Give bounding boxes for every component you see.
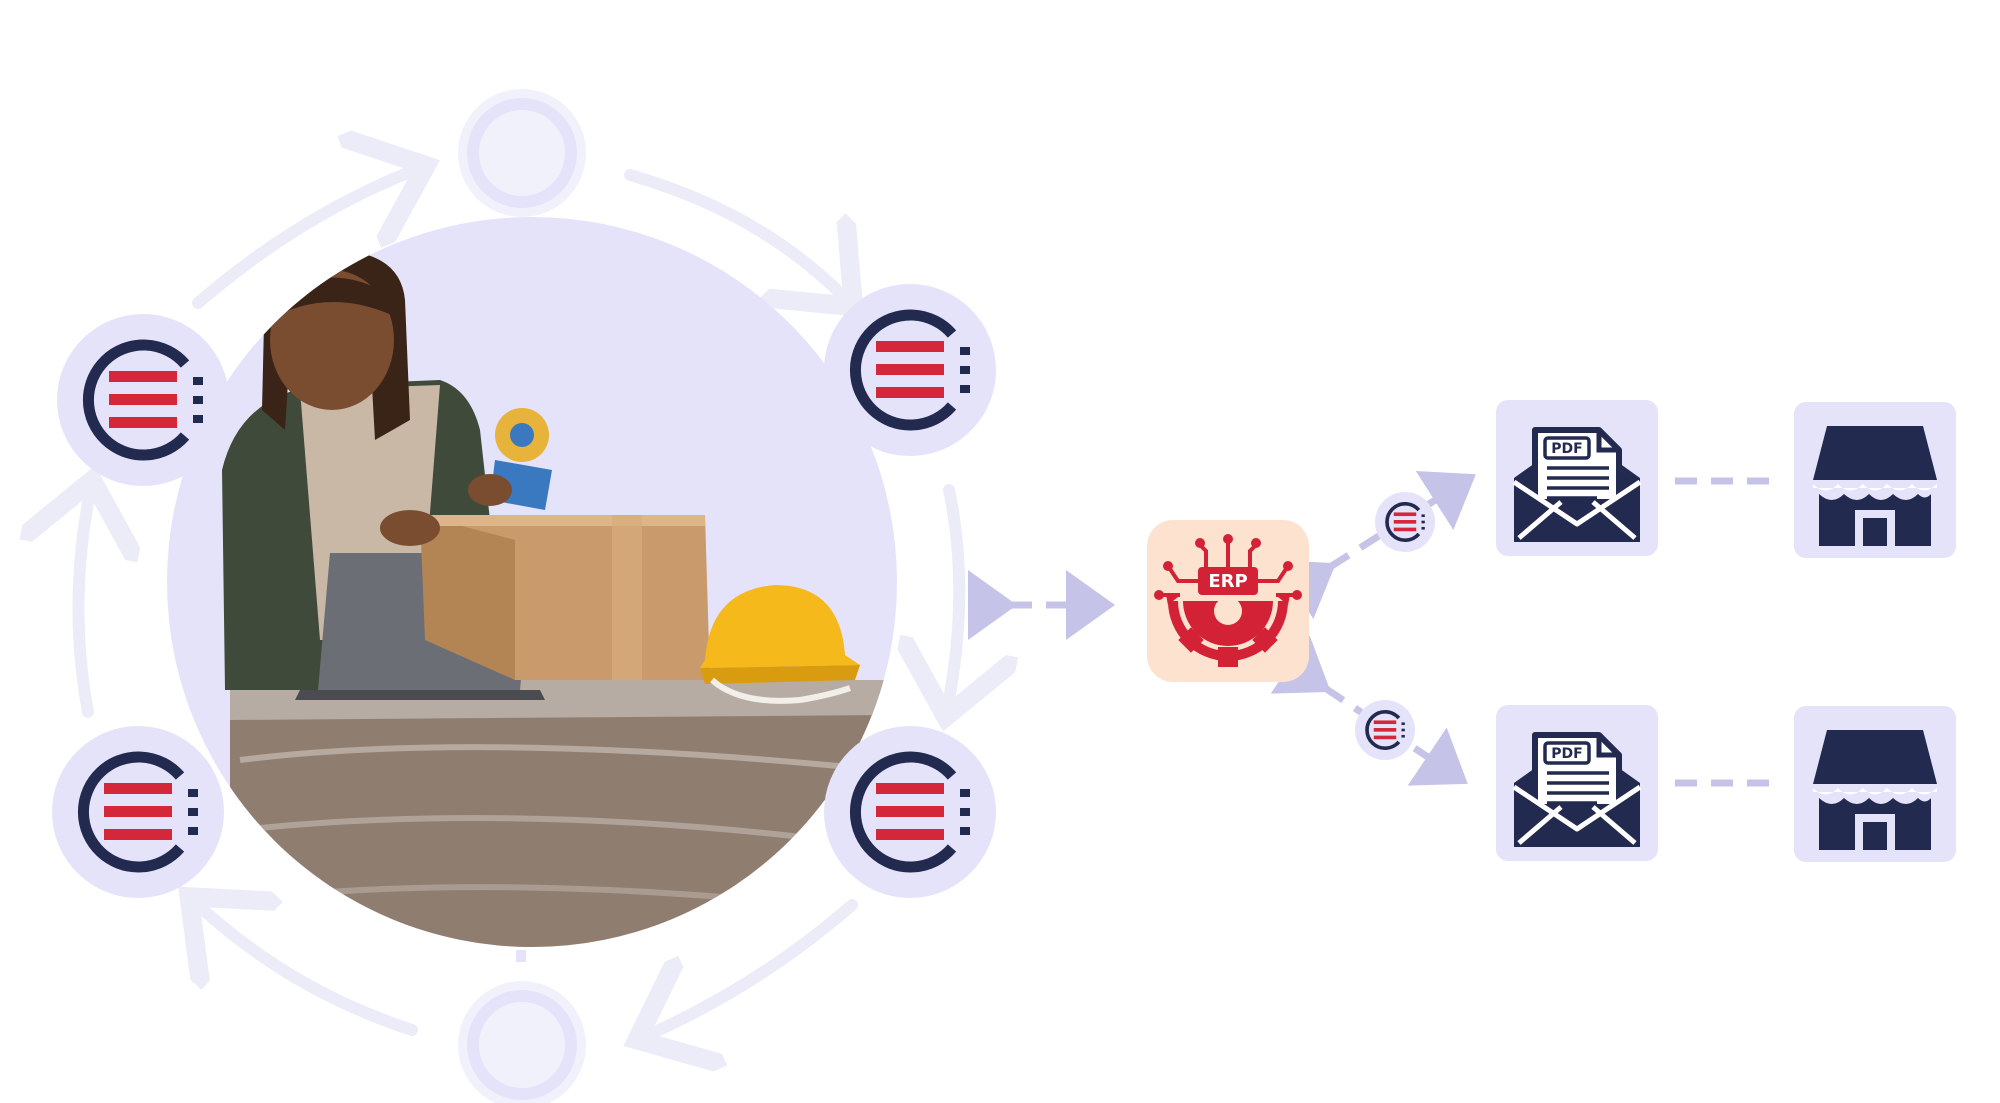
pdf-envelope-icon-top: PDF — [1496, 400, 1658, 556]
cycle-node-top-left — [57, 314, 229, 486]
connector-badge-bottom — [1355, 700, 1415, 760]
erp-gear-icon: ERP — [1147, 520, 1309, 682]
erp-label: ERP — [1208, 571, 1247, 592]
storefront-icon-bottom — [1794, 706, 1956, 862]
cycle-node-bottom — [458, 981, 586, 1103]
pdf-label-top: PDF — [1551, 441, 1582, 457]
cycle-node-bottom-right — [824, 726, 996, 898]
storefront-icon-top — [1794, 402, 1956, 558]
cycle-arrow-1 — [192, 170, 415, 309]
pdf-label-bottom: PDF — [1551, 746, 1582, 762]
connector-badge-top — [1375, 492, 1435, 552]
warehouse-worker-illustration — [222, 250, 897, 947]
pdf-envelope-icon-bottom: PDF — [1496, 705, 1658, 861]
cycle-arrow-2 — [624, 169, 845, 298]
cycle-arrow-4 — [648, 899, 858, 1035]
cycle-arrow-6 — [78, 492, 90, 718]
cycle-node-top — [458, 89, 586, 217]
cycle-node-bottom-left — [52, 726, 224, 898]
cycle-arrow-3 — [948, 484, 959, 705]
cycle-arrows — [78, 170, 959, 1035]
cycle-node-top-right — [824, 284, 996, 456]
dot-marker — [516, 950, 526, 962]
cycle-arrow-5 — [198, 905, 418, 1036]
